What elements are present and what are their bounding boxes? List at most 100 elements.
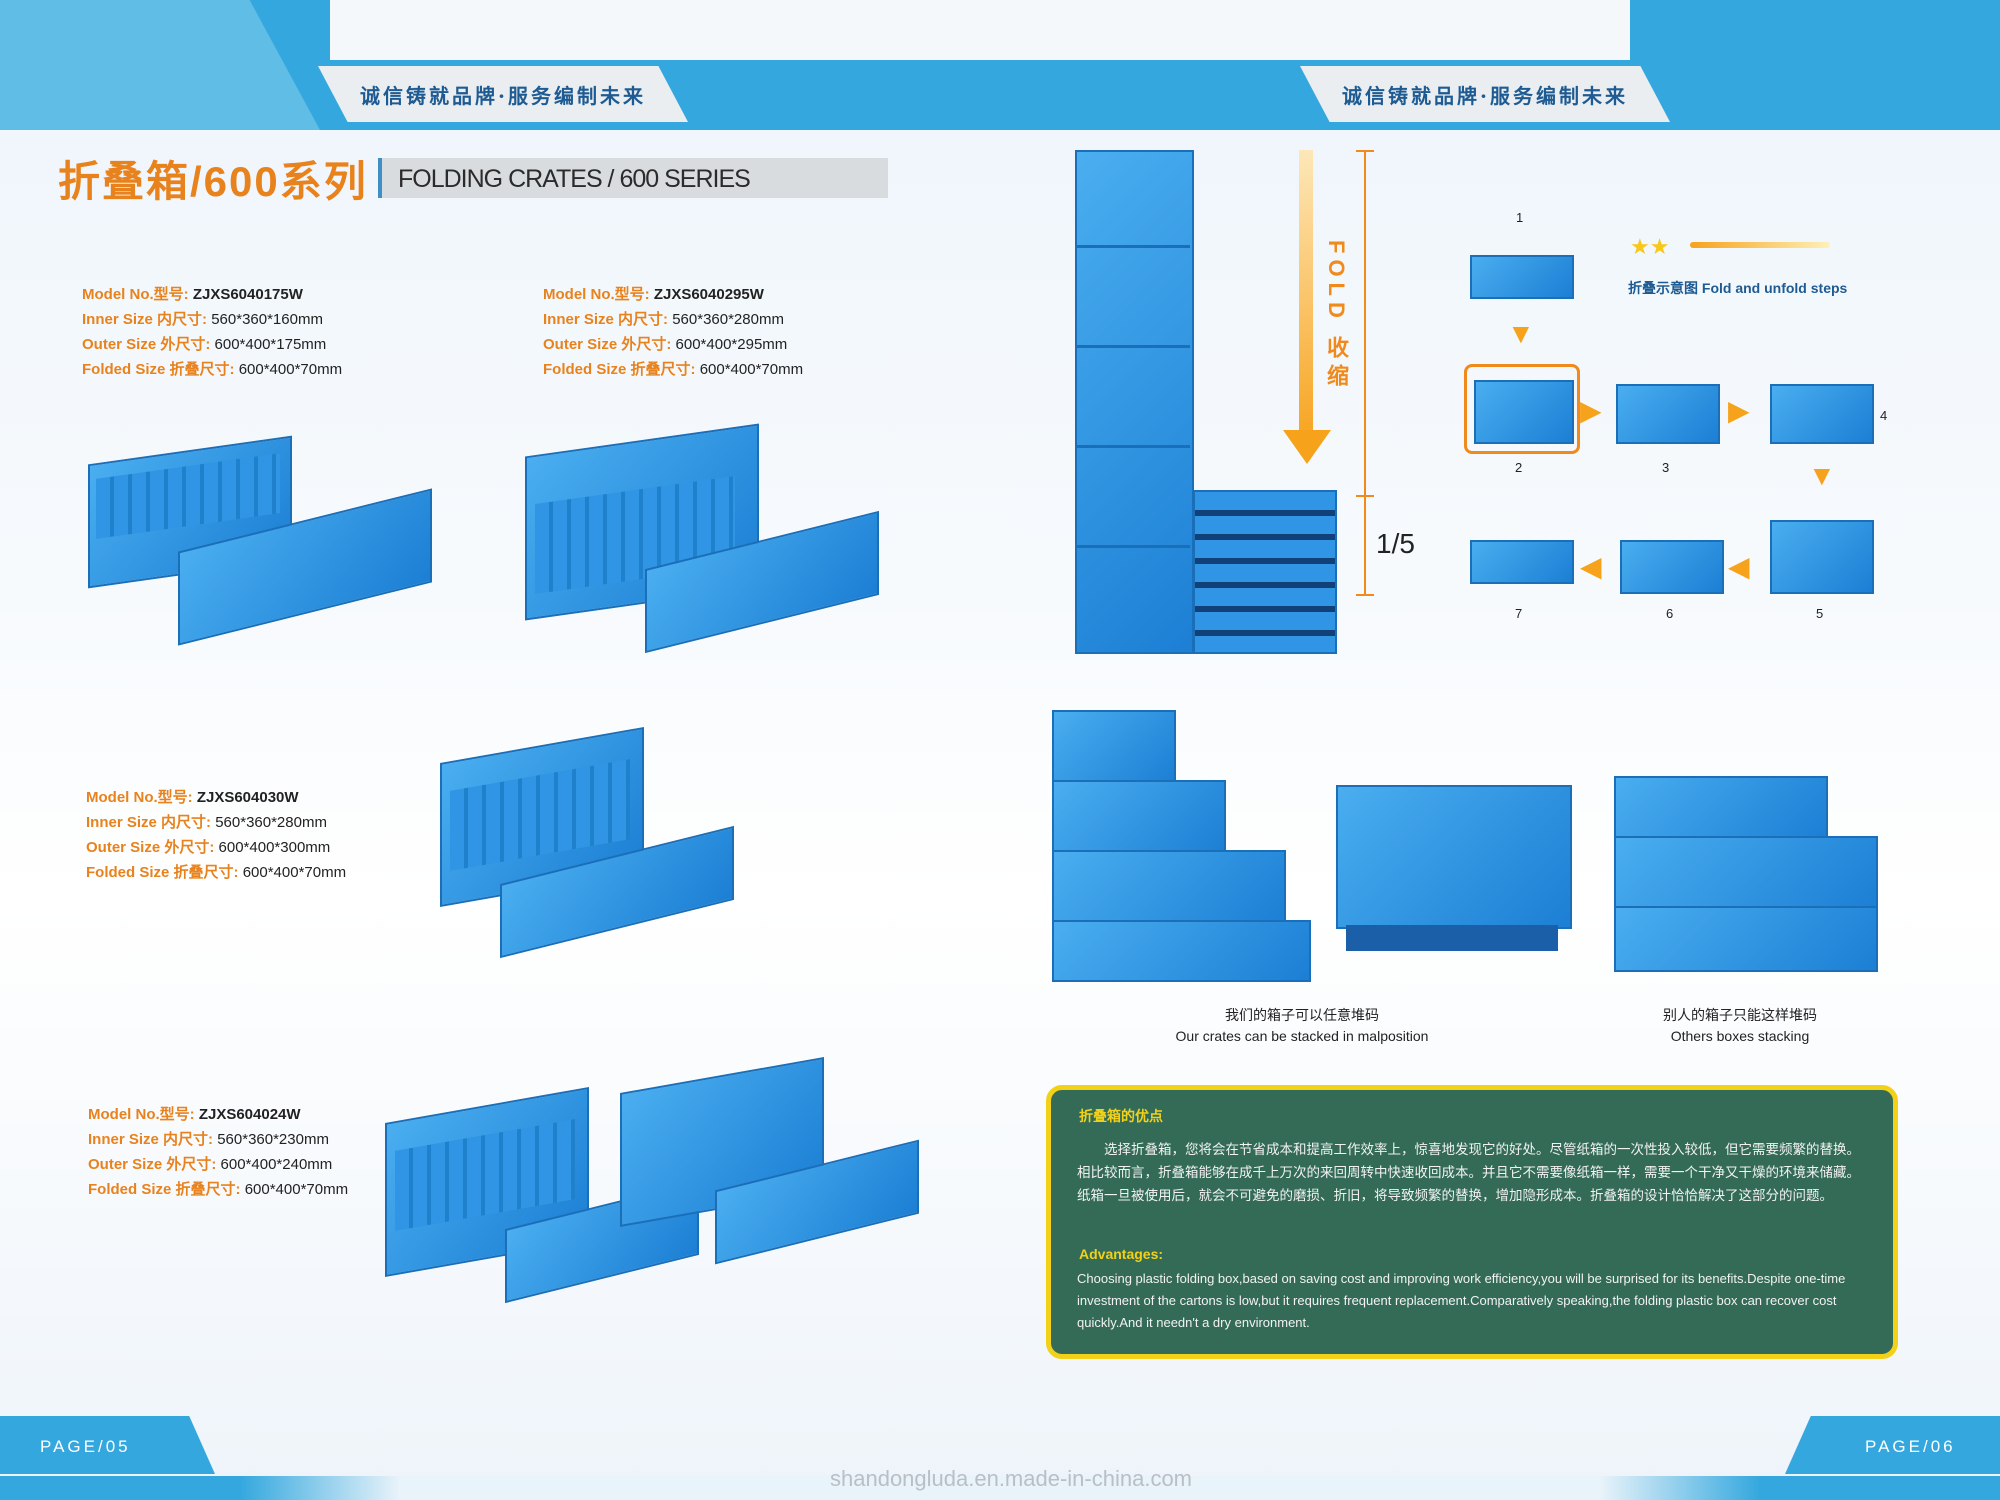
stacking-others-image xyxy=(1614,776,1878,972)
arrow-down-icon: ▼ xyxy=(1507,318,1535,349)
inner-label: Inner Size 内尺寸: xyxy=(86,814,212,831)
step-number: 6 xyxy=(1666,606,1674,621)
step-image-2 xyxy=(1474,380,1574,444)
footer-band-right xyxy=(1785,1416,2000,1474)
outer-label: Outer Size 外尺寸: xyxy=(543,336,672,353)
caption-others-en: Others boxes stacking xyxy=(1670,1028,1810,1044)
page-number-right: PAGE/06 xyxy=(1865,1437,1956,1456)
arrow-right-icon: ▶ xyxy=(1728,395,1750,426)
product-spec-3: Model No.型号: ZJXS604030W Inner Size 内尺寸:… xyxy=(86,785,346,885)
model-value: ZJXS604024W xyxy=(198,1106,301,1123)
caption-ours-cn: 我们的箱子可以任意堆码 xyxy=(1225,1007,1379,1023)
outer-value: 600*400*175mm xyxy=(214,336,327,353)
step-image-1 xyxy=(1470,255,1574,299)
folded-label: Folded Size 折叠尺寸: xyxy=(543,361,696,378)
advantages-title-en: Advantages: xyxy=(1079,1246,1164,1262)
arrow-left-icon: ◀ xyxy=(1728,551,1750,582)
advantages-body-en: Choosing plastic folding box,based on sa… xyxy=(1077,1271,1846,1330)
slogan-left: 诚信铸就品牌·服务编制未来 xyxy=(318,66,688,122)
title-en-box xyxy=(378,158,888,198)
step-number: 7 xyxy=(1515,606,1523,621)
caption-others-cn: 别人的箱子只能这样堆码 xyxy=(1663,1007,1817,1023)
outer-value: 600*400*295mm xyxy=(675,336,788,353)
folded-value: 600*400*70mm xyxy=(238,361,343,378)
fold-label: FOLD 收缩 xyxy=(1324,240,1349,392)
crate-image-4 xyxy=(385,1055,955,1305)
model-label: Model No.型号: xyxy=(86,789,193,806)
fold-ratio: 1/5 xyxy=(1376,528,1415,559)
dimension-tick xyxy=(1356,495,1374,497)
folded-value: 600*400*70mm xyxy=(699,361,804,378)
title-en-bar xyxy=(378,158,382,198)
fold-dimension-line xyxy=(1364,150,1366,595)
dimension-tick xyxy=(1356,150,1374,152)
crate-image-3 xyxy=(430,715,750,959)
slogan-right: 诚信铸就品牌·服务编制未来 xyxy=(1300,66,1670,122)
arrow-left-icon: ◀ xyxy=(1580,551,1602,582)
step-image-4 xyxy=(1770,384,1874,444)
header-white-strip xyxy=(330,0,1630,60)
outer-label: Outer Size 外尺寸: xyxy=(82,336,211,353)
caption-ours-en: Our crates can be stacked in malposition xyxy=(1175,1028,1429,1044)
step-image-5 xyxy=(1770,520,1874,594)
outer-label: Outer Size 外尺寸: xyxy=(86,839,215,856)
caption-others: 别人的箱子只能这样堆码 Others boxes stacking xyxy=(1620,1005,1860,1047)
stars-trail xyxy=(1690,242,1830,248)
steps-title: 折叠示意图 Fold and unfold steps xyxy=(1628,280,1848,296)
stars-icon: ★★ xyxy=(1630,234,1670,259)
advantages-title-cn: 折叠箱的优点 xyxy=(1079,1108,1163,1124)
watermark: shandongluda.en.made-in-china.com xyxy=(830,1466,1193,1491)
step-image-3 xyxy=(1616,384,1720,444)
folded-label: Folded Size 折叠尺寸: xyxy=(82,361,235,378)
advantages-body-cn: 选择折叠箱，您将会在节省成本和提高工作效率上，惊喜地发现它的好处。尽管纸箱的一次… xyxy=(1077,1142,1860,1203)
fold-arrow-shaft xyxy=(1299,150,1313,450)
outer-value: 600*400*300mm xyxy=(218,839,331,856)
model-label: Model No.型号: xyxy=(543,286,650,303)
folded-value: 600*400*70mm xyxy=(244,1181,349,1198)
model-value: ZJXS6040175W xyxy=(192,286,303,303)
step-number: 2 xyxy=(1515,460,1523,475)
stacking-ours-image xyxy=(1052,710,1312,982)
arrow-right-icon: ▶ xyxy=(1580,395,1602,426)
folded-label: Folded Size 折叠尺寸: xyxy=(86,864,239,881)
product-spec-4: Model No.型号: ZJXS604024W Inner Size 内尺寸:… xyxy=(88,1102,348,1202)
step-number: 4 xyxy=(1880,408,1888,423)
fold-arrow-head-icon xyxy=(1283,430,1331,464)
inner-value: 560*360*230mm xyxy=(217,1131,329,1148)
page-title-en: FOLDING CRATES / 600 SERIES xyxy=(398,165,751,193)
inner-value: 560*360*280mm xyxy=(215,814,327,831)
model-value: ZJXS604030W xyxy=(196,789,299,806)
model-value: ZJXS6040295W xyxy=(653,286,764,303)
model-label: Model No.型号: xyxy=(88,1106,195,1123)
folded-value: 600*400*70mm xyxy=(242,864,347,881)
step-number: 3 xyxy=(1662,460,1670,475)
inner-label: Inner Size 内尺寸: xyxy=(543,311,669,328)
outer-label: Outer Size 外尺寸: xyxy=(88,1156,217,1173)
fold-tower-image xyxy=(1075,150,1355,660)
advantages-panel: 折叠箱的优点 选择折叠箱，您将会在节省成本和提高工作效率上，惊喜地发现它的好处。… xyxy=(1046,1085,1898,1359)
page-title-cn: 折叠箱/600系列 xyxy=(58,158,368,205)
step-number: 5 xyxy=(1816,606,1824,621)
arrow-down-icon: ▼ xyxy=(1808,460,1836,491)
crate-image-2 xyxy=(525,410,885,660)
outer-value: 600*400*240mm xyxy=(220,1156,333,1173)
product-spec-1: Model No.型号: ZJXS6040175W Inner Size 内尺寸… xyxy=(82,282,342,382)
crate-image-1 xyxy=(88,410,448,660)
inner-value: 560*360*280mm xyxy=(672,311,784,328)
footer-strip xyxy=(0,1476,2000,1500)
product-spec-2: Model No.型号: ZJXS6040295W Inner Size 内尺寸… xyxy=(543,282,803,382)
step-2-highlight xyxy=(1464,364,1580,454)
step-image-7 xyxy=(1470,540,1574,584)
inner-label: Inner Size 内尺寸: xyxy=(88,1131,214,1148)
dimension-tick xyxy=(1356,594,1374,596)
page-number-left: PAGE/05 xyxy=(40,1437,131,1456)
step-image-6 xyxy=(1620,540,1724,594)
inner-value: 560*360*160mm xyxy=(211,311,323,328)
model-label: Model No.型号: xyxy=(82,286,189,303)
inner-label: Inner Size 内尺寸: xyxy=(82,311,208,328)
stacking-pallet-image xyxy=(1336,785,1572,955)
step-number: 1 xyxy=(1516,210,1524,225)
footer-band-left xyxy=(0,1416,215,1474)
folded-label: Folded Size 折叠尺寸: xyxy=(88,1181,241,1198)
caption-ours: 我们的箱子可以任意堆码 Our crates can be stacked in… xyxy=(1152,1005,1452,1047)
